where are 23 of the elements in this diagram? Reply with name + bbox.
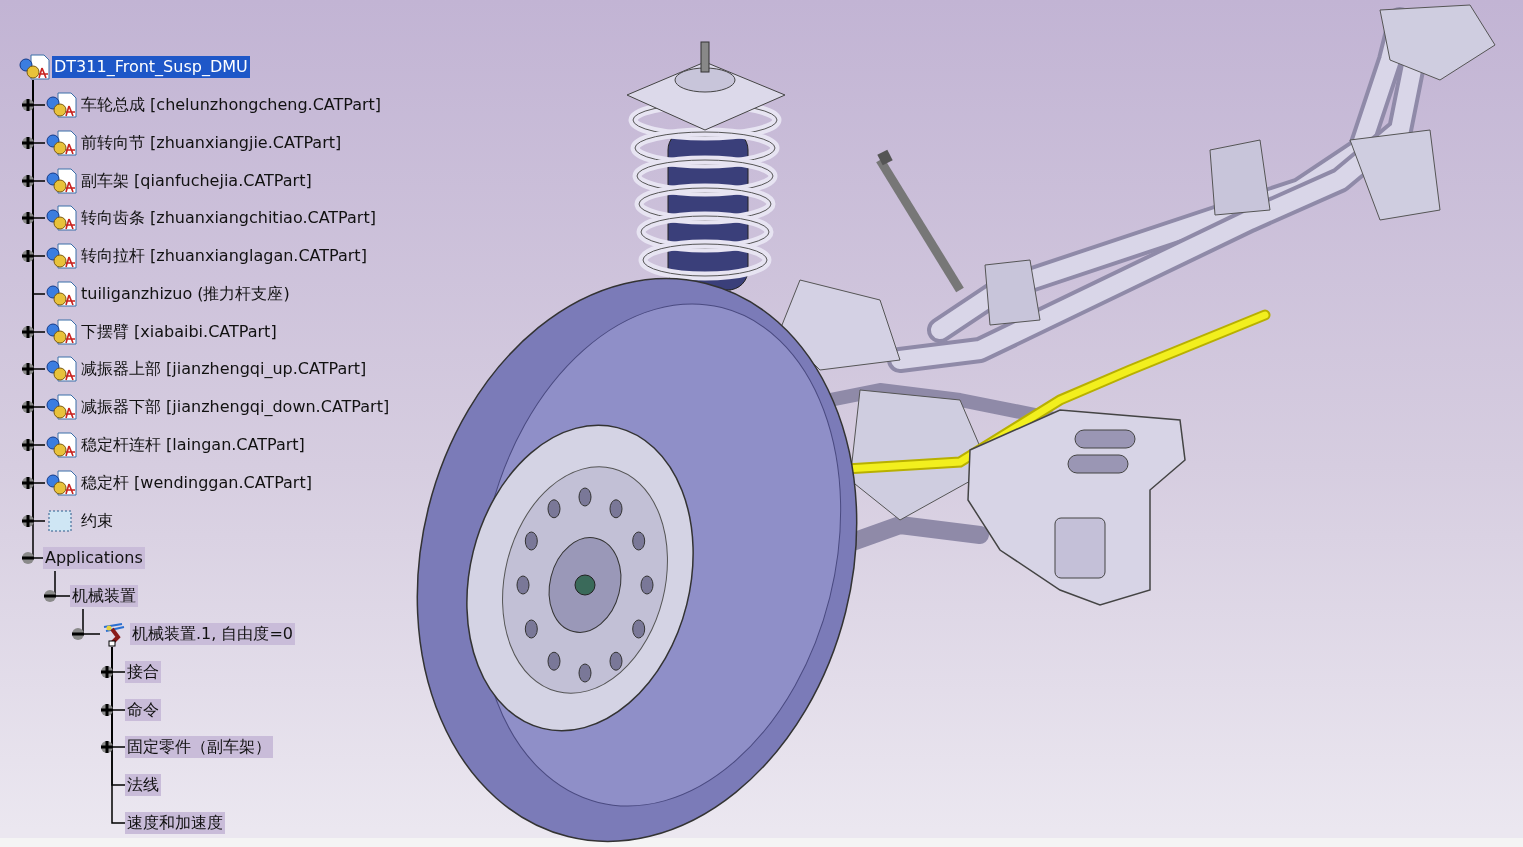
tree-item-label: 速度和加速度 <box>125 812 225 834</box>
tree-item-label: 转向拉杆 [zhuanxianglagan.CATPart] <box>80 245 368 267</box>
tree-item-label: tuiliganzhizuo (推力杆支座) <box>80 283 291 305</box>
tree-item-label: 车轮总成 [chelunzhongcheng.CATPart] <box>80 94 383 116</box>
tree-item-label: 固定零件（副车架） <box>125 736 273 758</box>
tree-item-label: 转向齿条 [zhuanxiangchitiao.CATPart] <box>80 207 377 229</box>
tree-item-label: 法线 <box>125 774 161 796</box>
tree-item-label: 减振器下部 [jianzhengqi_down.CATPart] <box>80 396 391 418</box>
tree-item-label: 副车架 [qianfuchejia.CATPart] <box>80 170 313 192</box>
tree-item-label: 前转向节 [zhuanxiangjie.CATPart] <box>80 132 343 154</box>
tree-item-label: 约束 <box>80 510 114 532</box>
tree-item-label: 减振器上部 [jianzhengqi_up.CATPart] <box>80 358 368 380</box>
tree-item-label: 下摆臂 [xiabaibi.CATPart] <box>80 321 278 343</box>
tree-connector <box>82 608 101 635</box>
tree-item-label: 稳定杆连杆 [laingan.CATPart] <box>80 434 306 456</box>
tree-item-label: 接合 <box>125 661 161 683</box>
tree-connector <box>54 570 71 597</box>
tree-item-label: 机械装置.1, 自由度=0 <box>130 623 296 645</box>
tree-item-label: Applications <box>43 547 145 569</box>
tree-item-label: 稳定杆 [wendinggan.CATPart] <box>80 472 313 494</box>
tree-item-label: 命令 <box>125 699 161 721</box>
tree-item-label: 机械装置 <box>70 585 138 607</box>
selected-tree-item-label: DT311_Front_Susp_DMU <box>52 56 250 78</box>
